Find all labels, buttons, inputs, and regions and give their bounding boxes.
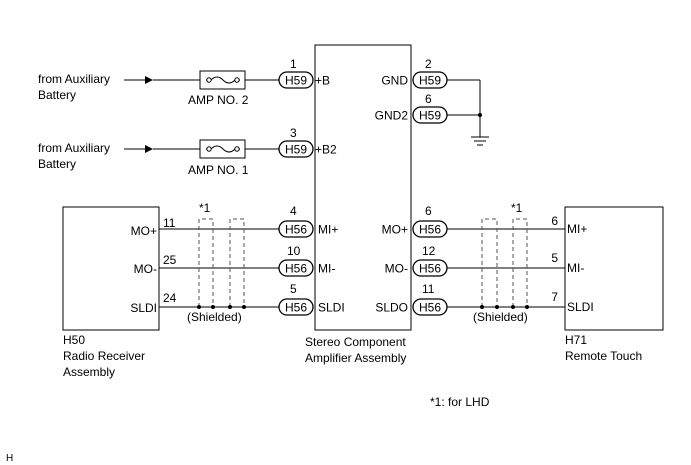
radio-receiver-label-line1: Radio Receiver bbox=[63, 349, 145, 363]
connector-code: H59 bbox=[285, 143, 307, 157]
right-shield-label: (Shielded) bbox=[473, 310, 528, 324]
amp-right-pin-mo-plus: 6 H56 MO+ bbox=[382, 204, 448, 238]
radio-pin-mo-plus-signal: MO+ bbox=[131, 224, 157, 238]
pin-number: 1 bbox=[290, 57, 297, 71]
radio-pin-sldi-signal: SLDI bbox=[130, 301, 157, 315]
amp-right-pin-gnd: 2 H59 GND bbox=[381, 57, 448, 89]
connector-badge bbox=[278, 71, 314, 89]
fuse-amp-no-1 bbox=[199, 139, 246, 159]
amplifier-label-line1: Stereo Component bbox=[305, 335, 406, 349]
pin-number: 6 bbox=[425, 204, 432, 218]
right-shield-marker: *1 bbox=[511, 201, 523, 215]
lhd-footnote: *1: for LHD bbox=[430, 395, 490, 409]
pin-number: 6 bbox=[425, 92, 432, 106]
left-shield-label: (Shielded) bbox=[187, 310, 242, 324]
pin-number: 3 bbox=[290, 126, 297, 140]
remote-pin-sldi-number: 7 bbox=[551, 290, 558, 304]
signal-name: MO- bbox=[385, 262, 408, 276]
connector-code: H56 bbox=[285, 301, 307, 315]
amp-left-pin-b2: 3 H59 +B2 bbox=[278, 126, 337, 158]
signal-name: +B2 bbox=[315, 143, 337, 157]
amp-left-pin-mi-minus: 10 H56 MI- bbox=[278, 244, 335, 277]
connector-badge bbox=[278, 140, 314, 158]
connector-code: H56 bbox=[285, 223, 307, 237]
radio-pin-mo-plus-number: 11 bbox=[163, 216, 176, 230]
left-shield-marker: *1 bbox=[199, 201, 211, 215]
pin-number: 4 bbox=[290, 204, 297, 218]
remote-touch-box bbox=[564, 206, 664, 331]
fuse-amp-no-2-label: AMP NO. 2 bbox=[188, 93, 249, 107]
connector-code: H56 bbox=[419, 262, 441, 276]
left-shield bbox=[197, 218, 246, 309]
fuse-amp-no-1-label: AMP NO. 1 bbox=[188, 163, 249, 177]
fuse-amp-no-2 bbox=[199, 70, 246, 90]
remote-pin-mi-minus-signal: MI- bbox=[567, 261, 584, 275]
aux-battery-2-label-line1: from Auxiliary bbox=[38, 72, 110, 86]
connector-code: H56 bbox=[285, 262, 307, 276]
amplifier-label-line2: Amplifier Assembly bbox=[305, 351, 406, 365]
radio-pin-sldi-number: 24 bbox=[163, 291, 177, 305]
remote-pin-mi-plus-signal: MI+ bbox=[567, 222, 587, 236]
signal-name: SLDI bbox=[318, 301, 345, 315]
amp-right-pin-sldo: 11 H56 SLDO bbox=[375, 282, 448, 316]
connector-code: H56 bbox=[419, 301, 441, 315]
radio-receiver-box bbox=[62, 206, 160, 331]
aux-battery-1-label-line2: Battery bbox=[38, 157, 76, 171]
remote-touch-code: H71 bbox=[565, 333, 587, 347]
amp-left-pin-mi-plus: 4 H56 MI+ bbox=[278, 204, 338, 238]
radio-receiver-code: H50 bbox=[63, 333, 85, 347]
amp-right-pin-gnd2: 6 H59 GND2 bbox=[375, 92, 448, 124]
right-shield bbox=[480, 218, 529, 309]
signal-name: MO+ bbox=[382, 223, 408, 237]
corner-letter: H bbox=[6, 453, 13, 464]
remote-touch-label: Remote Touch bbox=[565, 349, 642, 363]
connector-code: H59 bbox=[285, 74, 307, 88]
connector-code: H56 bbox=[419, 223, 441, 237]
signal-name: +B bbox=[315, 74, 330, 88]
ground-icon bbox=[471, 136, 489, 146]
radio-pin-mo-minus-signal: MO- bbox=[134, 262, 157, 276]
remote-pin-sldi-signal: SLDI bbox=[567, 300, 594, 314]
pin-number: 2 bbox=[425, 57, 432, 71]
aux-1-arrow-icon bbox=[145, 145, 153, 153]
remote-pin-mi-minus-number: 5 bbox=[551, 251, 558, 265]
pin-number: 12 bbox=[422, 244, 436, 258]
signal-name: MI+ bbox=[318, 223, 338, 237]
radio-receiver-label-line2: Assembly bbox=[63, 365, 115, 379]
amplifier-assembly-box bbox=[314, 44, 412, 331]
pin-number: 10 bbox=[287, 244, 301, 258]
amp-right-pin-mo-minus: 12 H56 MO- bbox=[385, 244, 448, 277]
aux-2-arrow-icon bbox=[145, 76, 153, 84]
signal-name: GND2 bbox=[375, 109, 409, 123]
pin-number: 11 bbox=[422, 282, 435, 296]
pin-number: 5 bbox=[290, 282, 297, 296]
amp-left-pin-b: 1 H59 +B bbox=[278, 57, 330, 89]
signal-name: MI- bbox=[318, 262, 335, 276]
remote-pin-mi-plus-number: 6 bbox=[551, 214, 558, 228]
aux-battery-2-label-line2: Battery bbox=[38, 88, 76, 102]
connector-code: H59 bbox=[419, 74, 441, 88]
signal-name: GND bbox=[381, 74, 408, 88]
ground-junction bbox=[478, 113, 482, 117]
amp-left-pin-sldi: 5 H56 SLDI bbox=[278, 282, 345, 316]
radio-pin-mo-minus-number: 25 bbox=[163, 253, 177, 267]
signal-name: SLDO bbox=[375, 301, 408, 315]
aux-battery-1-label-line1: from Auxiliary bbox=[38, 141, 110, 155]
connector-code: H59 bbox=[419, 109, 441, 123]
